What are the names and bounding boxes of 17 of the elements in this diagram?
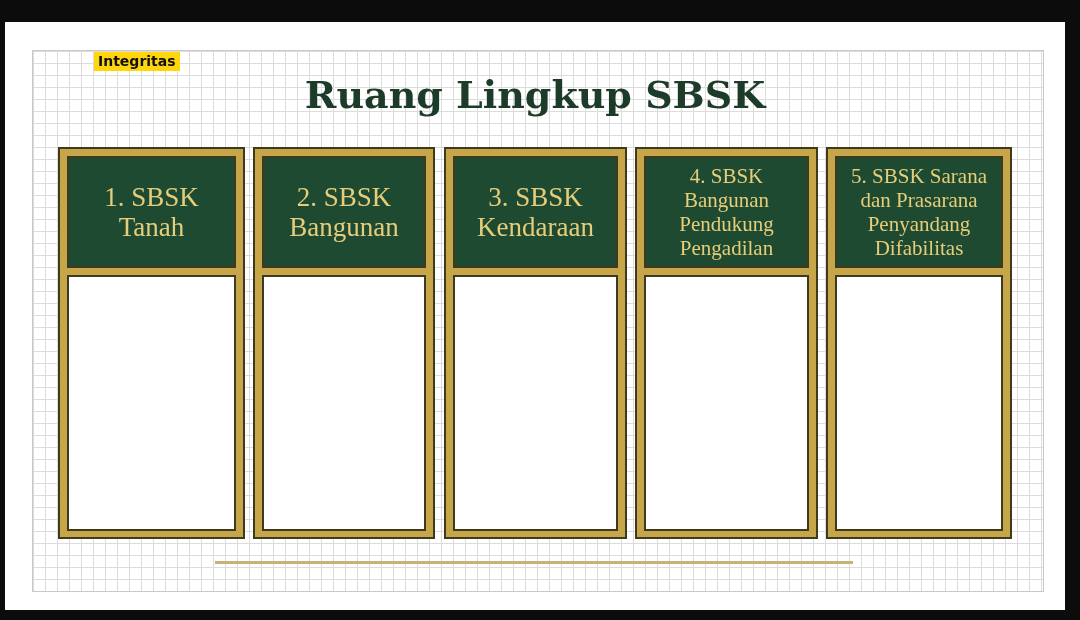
content-panel [835, 275, 1003, 531]
column-heading: 3. SBSK Kendaraan [453, 156, 618, 268]
content-panel [67, 275, 236, 531]
column-card [826, 147, 1012, 539]
column-card [635, 147, 818, 539]
column-heading: 1. SBSK Tanah [67, 156, 236, 268]
content-panel [453, 275, 618, 531]
column-card [253, 147, 435, 539]
content-panel [262, 275, 426, 531]
column-heading: 5. SBSK Sarana dan Prasarana Penyandang Difabilitas [835, 156, 1003, 268]
tag-label: Integritas [94, 52, 180, 71]
column-card [444, 147, 627, 539]
content-panel [644, 275, 809, 531]
slide-title: Ruang Lingkup SBSK [303, 71, 768, 119]
column-heading: 2. SBSK Bangunan [262, 156, 426, 268]
column-card [58, 147, 245, 539]
column-heading: 4. SBSK Bangunan Pendukung Pengadilan [644, 156, 809, 268]
